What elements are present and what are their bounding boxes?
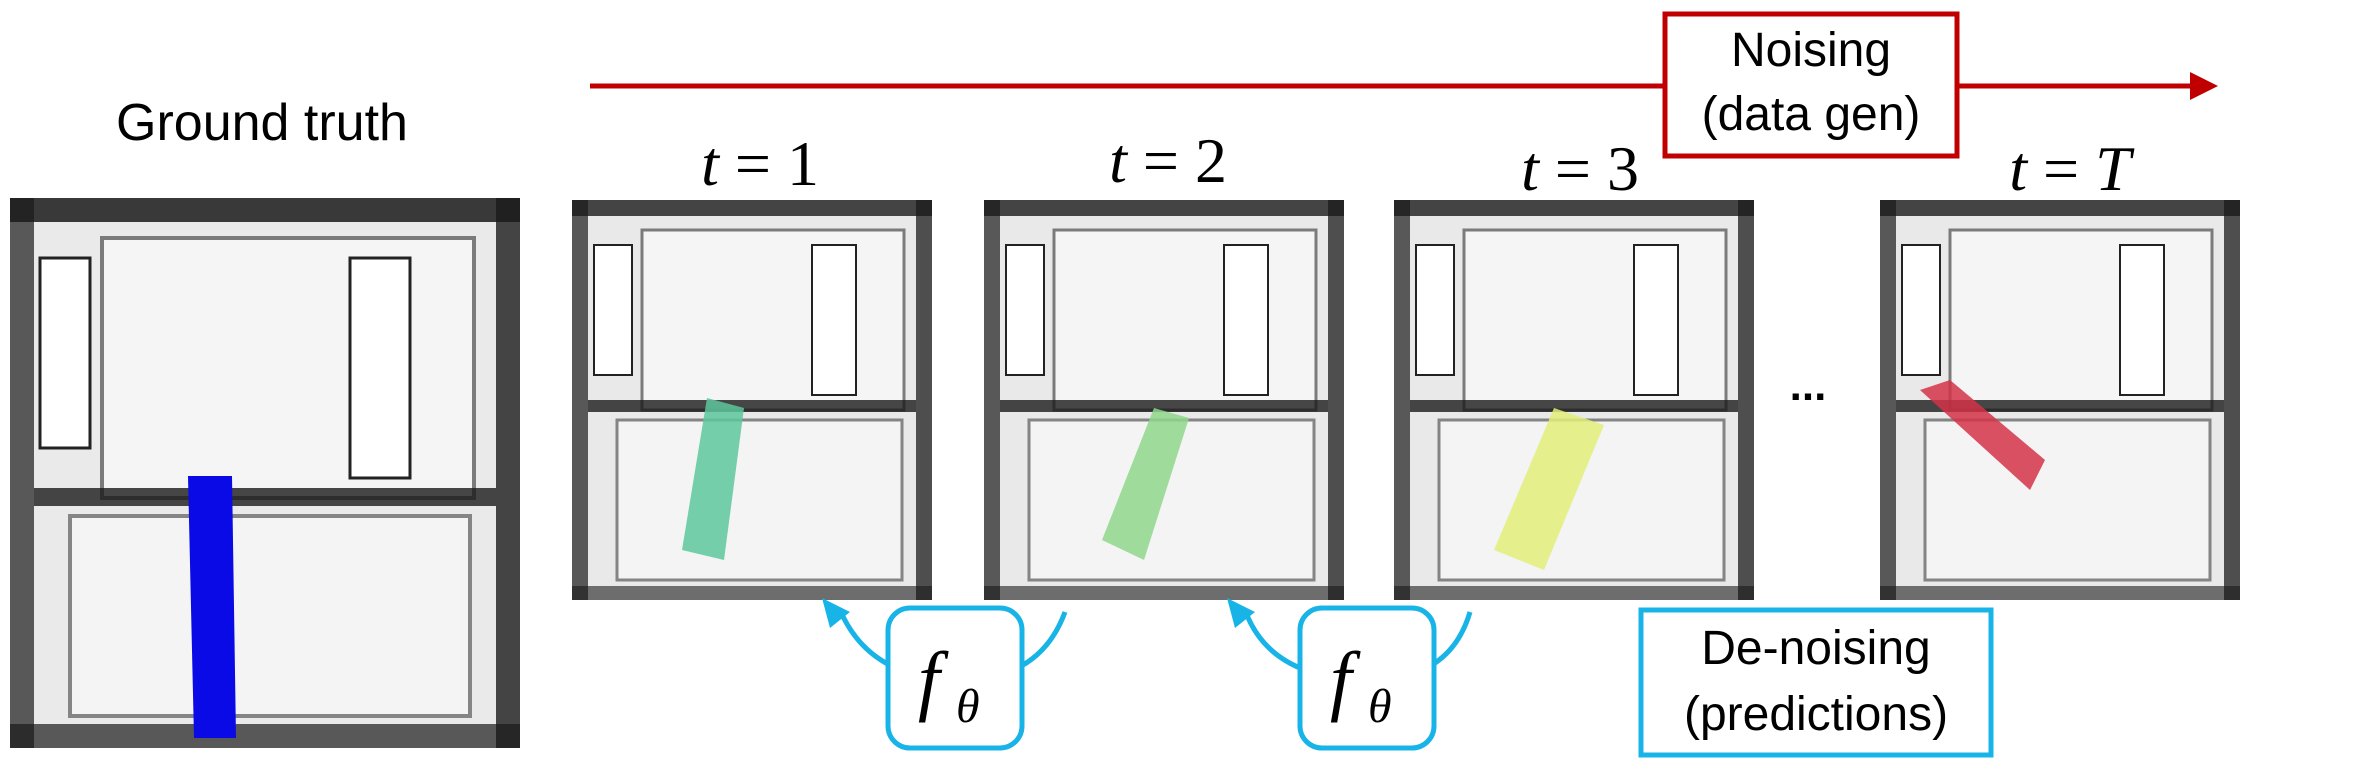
ground-truth-label: Ground truth <box>116 94 408 152</box>
model-subscript-1: θ <box>956 680 980 733</box>
step-panel-3 <box>1394 200 1754 600</box>
step-object-2 <box>1102 408 1189 560</box>
step-object-1 <box>682 398 744 560</box>
step-panel-1 <box>572 200 932 600</box>
noising-label-box: Noising (data gen) <box>1662 11 1960 159</box>
step-panel-2 <box>984 200 1344 600</box>
noising-arrow <box>590 72 2218 100</box>
step-label-2: t = 2 <box>1109 125 1227 196</box>
step-label-3: t = 3 <box>1521 133 1639 204</box>
ground-truth-object <box>188 476 236 738</box>
model-subscript-2: θ <box>1368 680 1392 733</box>
step-object-3 <box>1494 408 1604 570</box>
noising-label-line1: Noising <box>1731 24 1891 77</box>
model-box-1: f θ <box>885 605 1025 751</box>
ground-truth-point-cloud <box>10 198 520 748</box>
denoising-label-line2: (predictions) <box>1684 688 1948 741</box>
step-label-4: t = T <box>2009 133 2135 204</box>
step-panel-4 <box>1880 200 2240 600</box>
noising-label-line2: (data gen) <box>1702 88 1921 141</box>
step-label-1: t = 1 <box>701 128 819 199</box>
denoising-label-box: De-noising (predictions) <box>1638 607 1994 758</box>
ellipsis: ... <box>1790 361 1827 410</box>
model-box-2: f θ <box>1297 605 1437 751</box>
denoising-label-line1: De-noising <box>1701 622 1930 675</box>
step-object-4 <box>1920 380 2045 490</box>
